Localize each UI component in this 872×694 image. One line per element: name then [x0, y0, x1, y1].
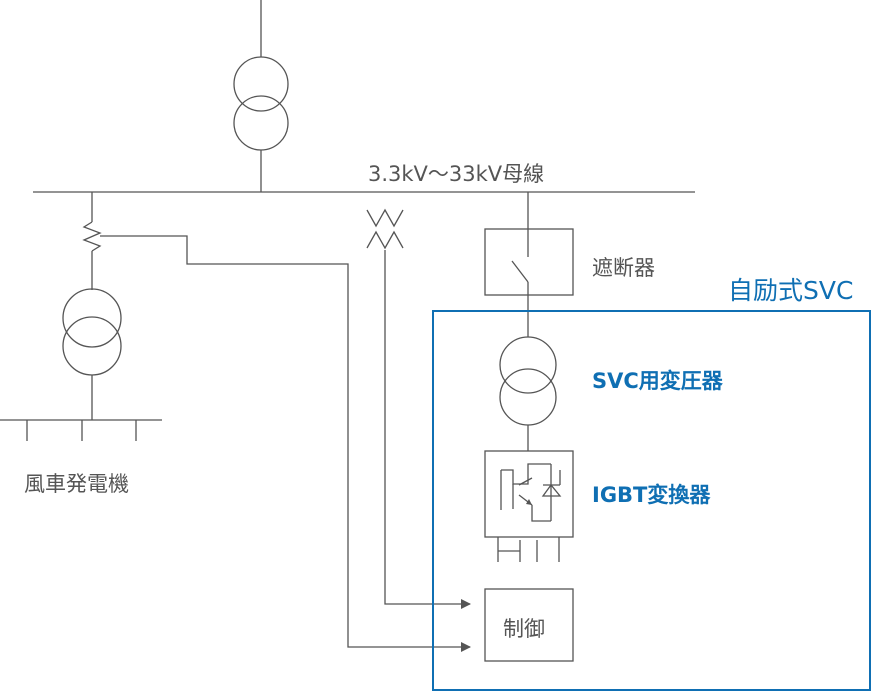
- svc-transformer-label: SVC用変圧器: [592, 369, 723, 393]
- main-transformer-secondary-coil: [233, 95, 289, 151]
- current-signal-wire: [100, 235, 471, 652]
- generator-current-transformer-icon: [82, 221, 102, 252]
- voltage-signal-wire: [384, 250, 471, 609]
- control-label: 制御: [503, 617, 545, 641]
- voltage-transformer-lower-icon: [366, 230, 404, 250]
- control-box: [484, 588, 574, 662]
- svc-transformer-primary-coil: [499, 336, 557, 394]
- igbt-collector-icon: [518, 477, 533, 486]
- generator-transformer-primary-coil: [62, 288, 122, 348]
- voltage-transformer-upper-icon: [366, 208, 404, 228]
- breaker-switch-blade-icon: [511, 260, 529, 283]
- breaker-label: 遮断器: [592, 256, 655, 280]
- generator-label: 風車発電機: [24, 472, 129, 496]
- circuit-breaker-box: [484, 228, 574, 296]
- main-transformer-primary-coil: [233, 56, 289, 112]
- bus-label: 3.3kV〜33kV母線: [368, 162, 545, 186]
- generator-transformer-secondary-coil: [62, 316, 122, 376]
- igbt-arrow-icon: [526, 499, 532, 505]
- svc-title: 自励式SVC: [728, 276, 854, 305]
- igbt-converter-label: IGBT変換器: [592, 483, 711, 507]
- svc-transformer-secondary-coil: [499, 368, 557, 426]
- svc-enclosure: [432, 310, 871, 691]
- igbt-converter-box: [484, 450, 574, 538]
- igbt-emitter-lead: [531, 505, 551, 522]
- diode-icon: [541, 483, 562, 497]
